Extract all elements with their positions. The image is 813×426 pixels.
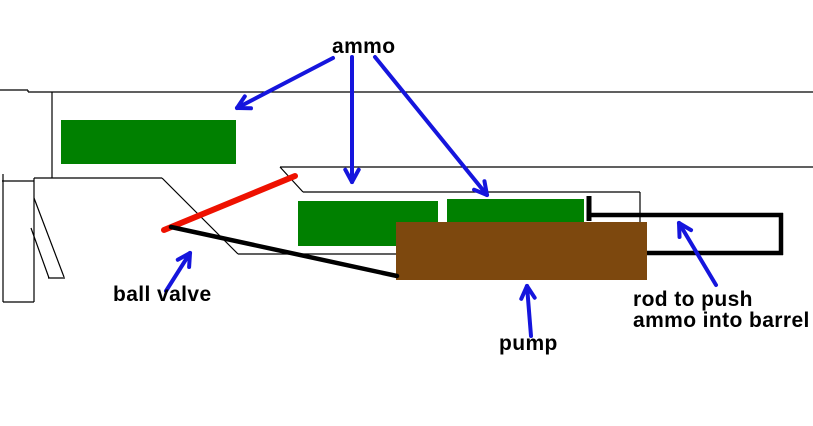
ammo-arrow-middle-barb-2 xyxy=(350,167,361,184)
ammo-arrow-left-shaft xyxy=(235,56,335,110)
trigger-front-diagonal xyxy=(33,197,65,278)
ball-valve-arrow-barb-2 xyxy=(175,251,192,262)
rod-arrow-shaft xyxy=(677,221,718,287)
ammo-block-barrel xyxy=(61,120,236,164)
ball-valve-arrow-shaft xyxy=(164,251,192,293)
rod-arrow-barb-2 xyxy=(677,221,682,239)
pump-body xyxy=(396,222,647,280)
ammo-arrow-right-barb-2 xyxy=(482,179,489,197)
pump-arrow-shaft xyxy=(525,284,533,338)
ammo-label: ammo xyxy=(332,35,396,58)
pump-label: pump xyxy=(499,332,558,355)
ball-valve-label: ball valve xyxy=(113,283,212,306)
rod-label-line2: ammo into barrel xyxy=(633,309,810,332)
ammo-arrow-right-shaft xyxy=(373,55,489,197)
pump-linkage-rod xyxy=(168,224,400,279)
rod-label-line1: rod to push xyxy=(633,288,753,311)
ball-valve-handle xyxy=(161,173,298,233)
pump-arrow-barb-2 xyxy=(519,284,529,301)
trigger-back-diagonal xyxy=(30,227,50,279)
ammo-block-magazine-right xyxy=(447,199,584,222)
